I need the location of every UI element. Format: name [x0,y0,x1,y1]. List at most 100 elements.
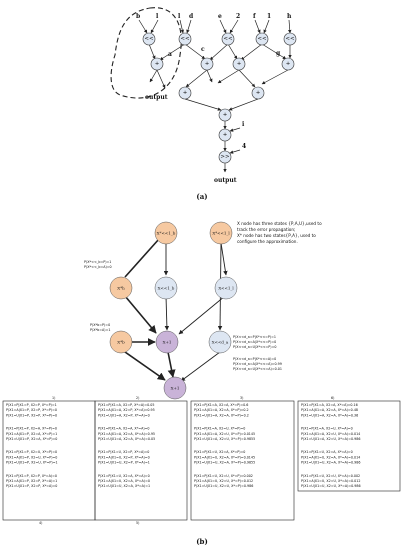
svg-text:X+1: X+1 [163,340,172,345]
cpt-3-row-3-1: P(X1=A|X1=U, X2=U, X*=P)=0.012 [194,479,253,483]
bn-node-x-out: X+1 [163,376,187,400]
cpt-3-row-0-2: P(X1=U|X1=A, X2=A, X*=P)=0.2 [194,413,249,417]
caption-a: (a) [196,192,207,201]
rshift-node: >> [218,150,232,164]
shift-node-4: << [255,32,269,46]
prior-right-3: P(X<<d_a=U|X*<<=P)=0 [233,345,276,349]
cpt-1-row-0-1: P(X1=A|X1=P, X2=P, X*=P)=0 [6,408,57,412]
svg-text:X*h: X*h [117,286,125,291]
cpt-text-group: P(X1=P|X1=P, X2=P, X*=P)=1P(X1=A|X1=P, X… [6,403,361,488]
operator-nodes: << << << << << + + + + + + + + >> [142,32,297,164]
shift-node-1: << [142,32,156,46]
svg-text:<<: << [257,36,267,42]
svg-text:X*<<1_b: X*<<1_b [157,231,176,236]
prior-left-1: P(X*<<_b=P)=1 [84,260,111,264]
cpt-1-row-2-1: P(X1=A|X1=P, X2=U, X*=P)=0 [6,455,57,459]
add-node-7: + [218,108,232,122]
cpt-1-row-2-0: P(X1=P|X1=P, X2=U, X*=P)=0 [6,450,57,454]
edge-label-i: i [242,121,245,128]
cpt-2-row-2-2: P(X1=U|X1=U, X2=P, X*=A)=1 [98,461,150,465]
input-h: h [287,13,292,20]
svg-text:+: + [155,61,160,67]
cpt-1-row-0-2: P(X1=U|X1=P, X2=P, X*=P)=0 [6,413,57,417]
cpt-4-row-0-2: P(X1=U|X1=A, X2=A, X*=A)=0.36 [301,413,358,417]
input-l2: l [178,13,181,20]
svg-text:+: + [223,132,228,138]
bn-node-x-add-b: X<<1_b [154,276,178,300]
cpt-3-row-0-0: P(X1=P|X1=A, X2=A, X*=P)=0.6 [194,403,248,407]
cpt-3-row-2-2: P(X1=U|X1=U, X2=A, X*=P)=0.9855 [194,461,255,465]
edge-label-4: 4 [242,143,246,150]
bn-node-xs-l: X*<<1_l [209,221,233,245]
bn-node-x-h: X*h [109,276,133,300]
input-1: 1 [267,13,271,20]
cpt-2-row-1-0: P(X1=P|X1=A, X2=A, X*=A)=0 [98,427,150,431]
cpt-3-row-1-2: P(X1=U|X1=A, X2=U, X*=P)=0.9855 [194,437,255,441]
cpt-2-row-2-0: P(X1=P|X1=U, X2=P, X*=A)=0 [98,450,149,454]
edge-label-c: c [201,46,205,53]
legend-line-2: track the error propagation; [237,227,295,232]
input-b: b [136,13,140,20]
cpt-2-row-1-2: P(X1=U|X1=A, X2=A, X*=A)=0.05 [98,437,155,441]
bn-node-x-mid: X+1 [155,330,179,354]
svg-text:+: + [205,61,210,67]
svg-text:<<: << [285,36,295,42]
svg-text:X<<d_a: X<<d_a [212,340,229,345]
cpt-1-row-1-2: P(X1=U|X1=P, X2=A, X*=P)=0 [6,437,57,441]
input-f: f [253,13,256,20]
cpt-4-row-1-2: P(X1=U|X1=A, X2=U, X*=A)=0.986 [301,437,360,441]
bn-node-x-b2: X*b [109,330,133,354]
svg-text:<<: << [223,36,233,42]
cpt-box-3 [190,400,295,521]
cpt-1-row-0-0: P(X1=P|X1=P, X2=P, X*=P)=1 [6,403,57,407]
cpt-2-row-0-1: P(X1=A|X1=A, X2=P, X*=A)=0.95 [98,408,155,412]
cpt-2-row-3-1: P(X1=A|X1=U, X2=A, X*=A)=0 [98,479,150,483]
cpt-4-row-2-0: P(X1=P|X1=U, X2=A, X*=A)=0 [301,450,353,454]
cpt-box-2 [94,400,188,521]
cpt-num-4: 4) [39,521,42,525]
prior-right-2: P(X<<d_a=A|X*<<=P)=0 [233,340,276,344]
cpt-2-row-1-1: P(X1=A|X1=A, X2=A, X*=A)=0.95 [98,432,155,436]
cpt-box-4 [297,400,401,492]
add-node-3: + [232,57,246,71]
bn-node-x-add-a: X<<d_a [208,330,232,354]
legend-line-3: X* node has two states{P,A}, used to [237,233,316,238]
cpt-4-row-1-0: P(X1=P|X1=A, X2=U, X*=A)=0 [301,427,353,431]
cpt-num-2: 2) [136,396,139,400]
svg-text:<<: << [180,36,190,42]
part-a-dataflow-graph: b l l d e 2 f 1 h [110,7,297,184]
bn-node-x-add-l: X<<1_l [214,276,238,300]
add-node-8: + [218,128,232,142]
cpt-3-row-2-1: P(X1=A|X1=U, X2=A, X*=P)=0.0145 [194,455,255,459]
cpt-4-row-2-1: P(X1=A|X1=U, X2=A, X*=A)=0.014 [301,455,360,459]
cpt-4-row-3-1: P(X1=A|X1=U, X2=U, X*=A)=0.012 [301,479,360,483]
cpt-1-row-3-2: P(X1=U|X1=P, X2=P, X*=A)=0 [6,484,57,488]
svg-text:X<<1_l: X<<1_l [218,286,234,291]
cpt-num-5: 5) [136,521,139,525]
dashed-region [110,7,182,99]
cpt-num-3: 3) [240,396,243,400]
cpt-3-row-3-2: P(X1=U|X1=U, X2=U, X*=P)=0.986 [194,484,253,488]
cpt-2-row-0-2: P(X1=U|X1=A, X2=P, X*=A)=0 [98,413,150,417]
input-l1: l [156,13,159,20]
prior-right2-1: P(X<<d_a=P|X*<<=A)=0 [233,357,276,361]
prior-right2-2: P(X<<d_a=A|X*<<=A)=0.99 [233,362,282,366]
edge-label-a: a [168,51,172,58]
svg-text:+: + [256,90,261,96]
add-node-4: + [281,57,295,71]
cpt-1-row-3-0: P(X1=P|X1=P, X2=P, X*=A)=0 [6,474,57,478]
input-2: 2 [236,13,240,20]
cpt-4-row-2-2: P(X1=U|X1=U, X2=A, X*=A)=0.986 [301,461,360,465]
shift-node-2: << [178,32,192,46]
cpt-num-1: 1) [52,396,55,400]
cpt-1-row-1-1: P(X1=A|X1=P, X2=A, X*=P)=1 [6,432,57,436]
cpt-2-row-3-2: P(X1=U|X1=U, X2=A, X*=A)=1 [98,484,150,488]
svg-text:>>: >> [220,154,230,160]
cpt-2-row-2-1: P(X1=A|X1=U, X2=P, X*=A)=0 [98,455,150,459]
output-final-label: output [214,177,237,184]
add-node-6: + [251,86,265,100]
cpt-3-row-1-1: P(X1=A|X1=A, X2=U, X*=P)=0.0145 [194,432,255,436]
caption-b: (b) [196,537,208,546]
output-inner-label: output [145,94,168,101]
